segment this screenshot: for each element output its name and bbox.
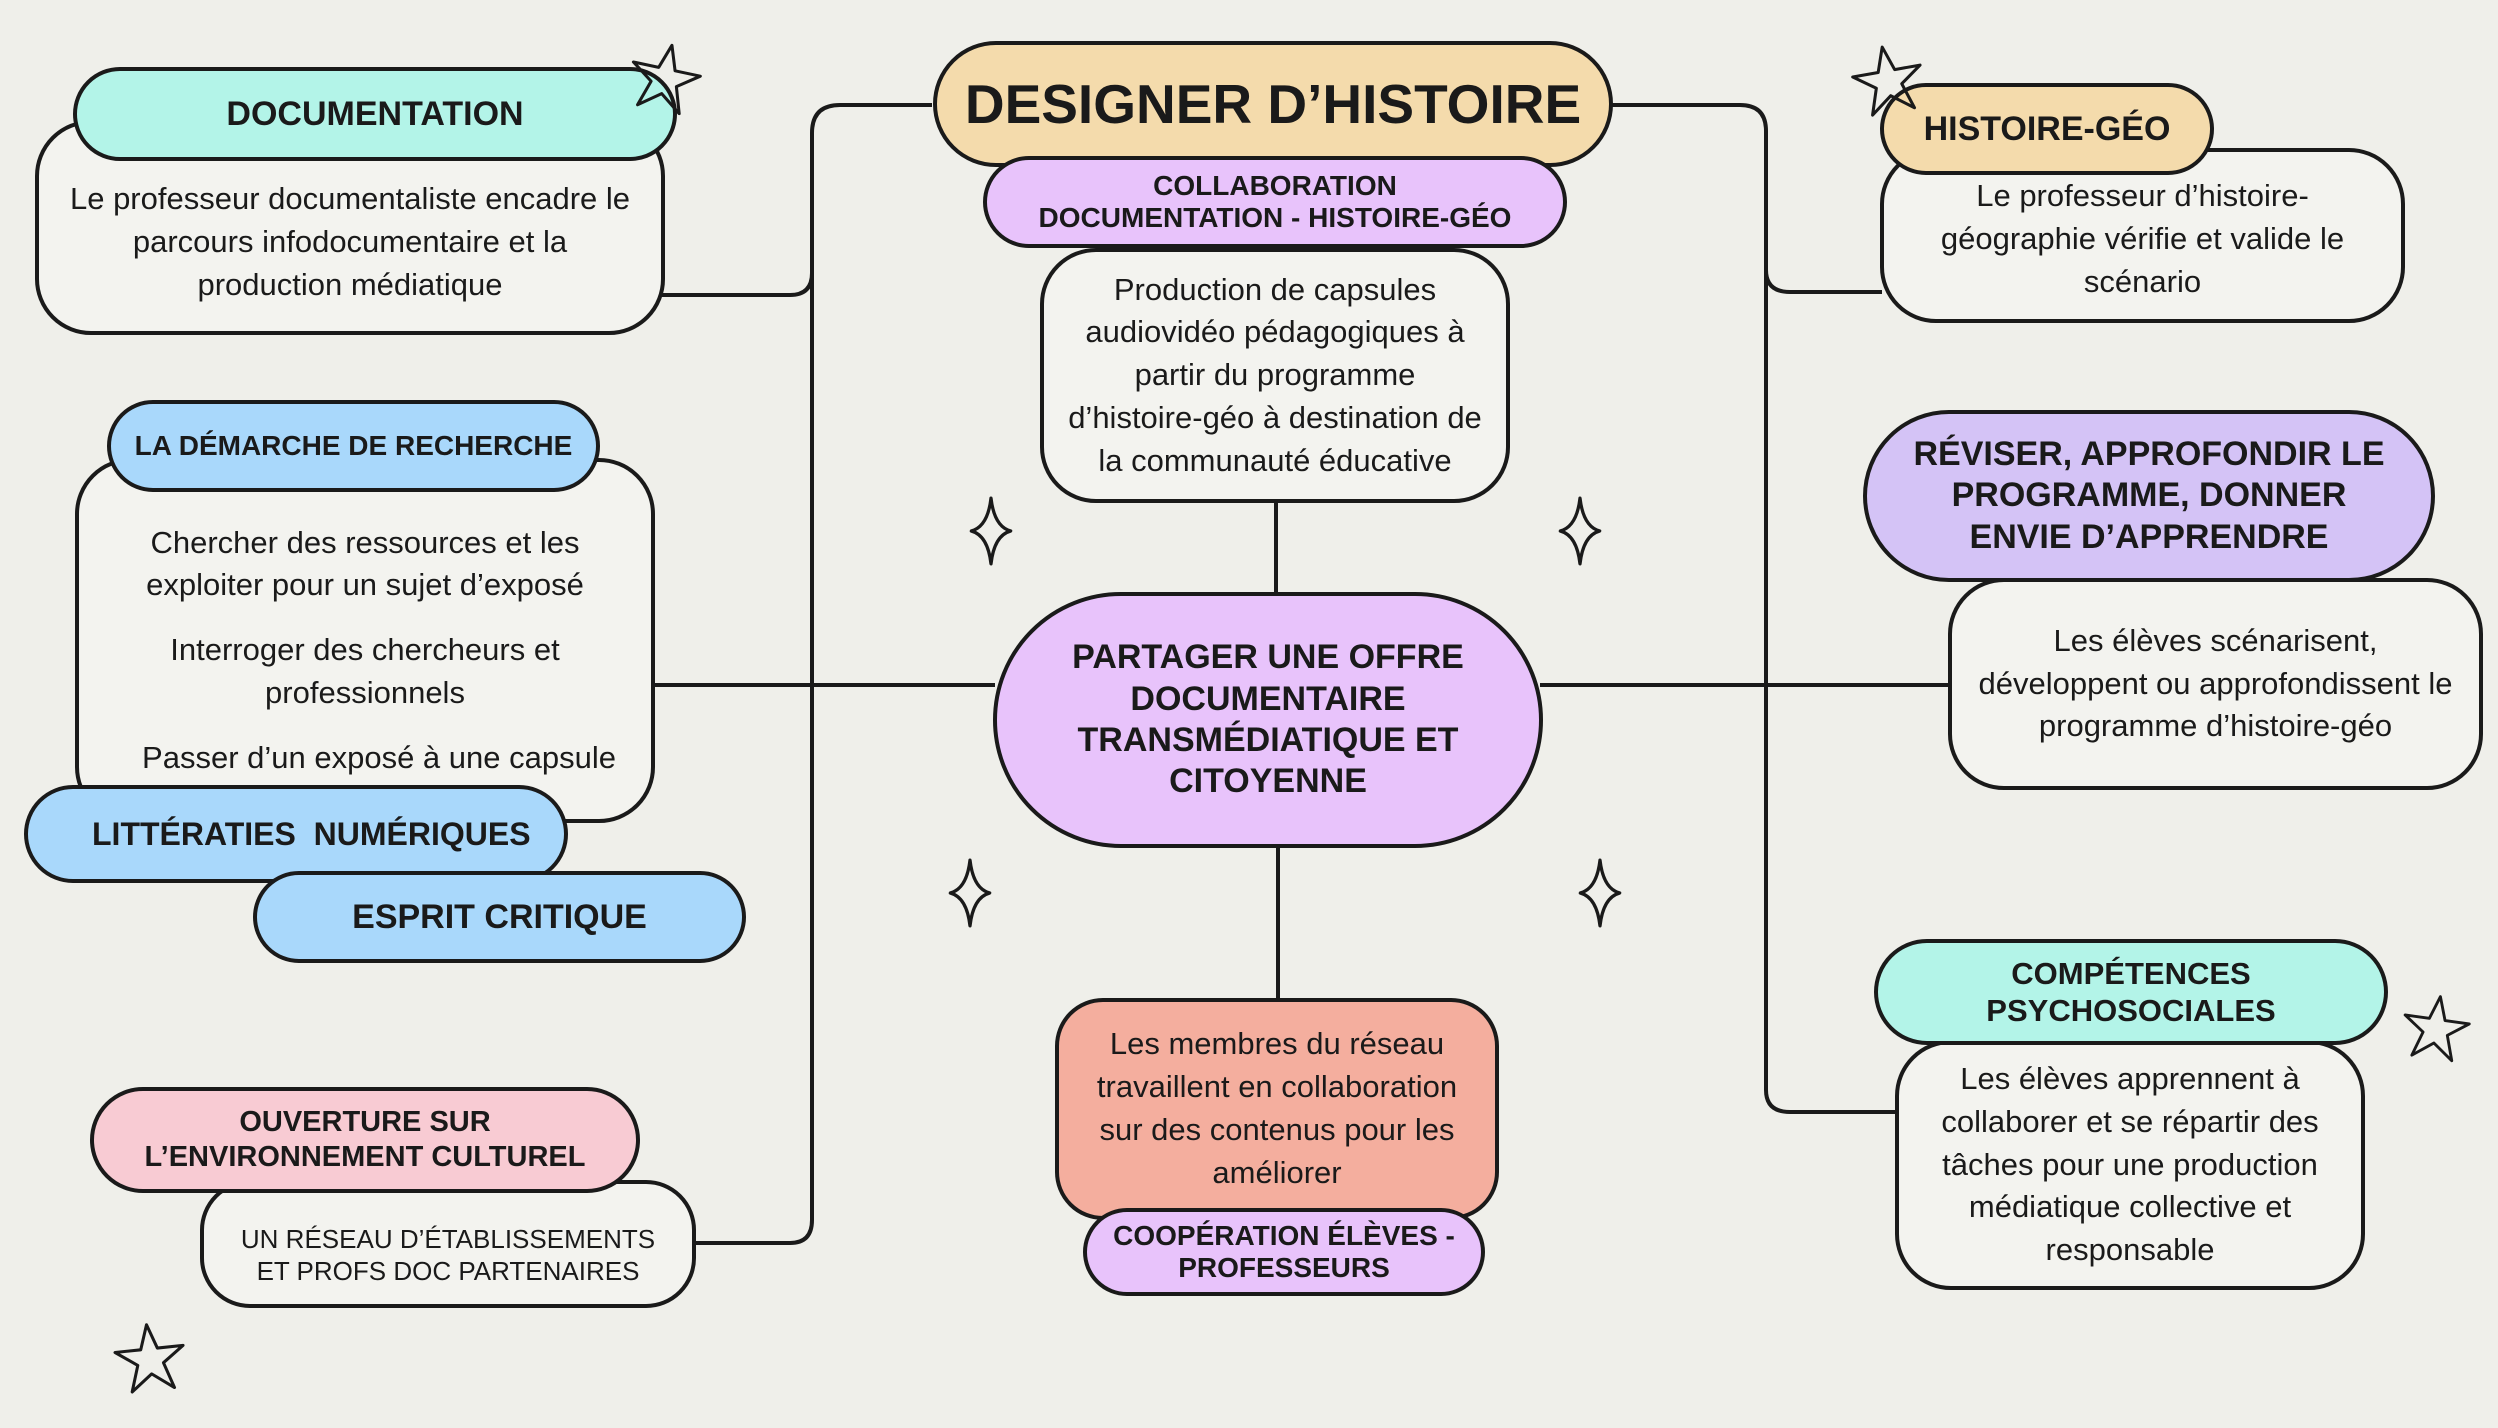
cooperation-pill: COOPÉRATION ÉLÈVES - PROFESSEURS [1083,1208,1485,1296]
line-left-trunk [690,103,932,1245]
competences-label: COMPÉTENCES PSYCHOSOCIALES [1986,955,2276,1028]
cooperation-text: COOPÉRATION ÉLÈVES - PROFESSEURS [1113,1219,1455,1283]
production-card: Production de capsules audiovidéo pédago… [1040,248,1510,503]
histoire-pill: HISTOIRE-GÉO [1880,83,2214,175]
litteraties-text: LITTÉRATIES NUMÉRIQUES [92,815,531,852]
center-node: PARTAGER UNE OFFRE DOCUMENTAIRE TRANSMÉD… [993,592,1543,848]
recherche-card: Chercher des ressources et les exploiter… [75,458,655,823]
collaboration-text: COLLABORATION DOCUMENTATION - HISTOIRE-G… [1038,169,1512,233]
recherche-list: Chercher des ressources et les exploiter… [99,522,631,780]
production-text: Production de capsules audiovidéo pédago… [1068,271,1482,478]
reviser-label: RÉVISER, APPROFONDIR LE PROGRAMME, DONNE… [1913,434,2385,556]
sparkle-icon [1578,858,1622,928]
reviser-text: Les élèves scénarisent, développent ou a… [1978,622,2453,744]
documentation-text: Le professeur documentaliste encadre le … [69,181,631,302]
recherche-pill: LA DÉMARCHE DE RECHERCHE [107,400,600,492]
recherche-item: Chercher des ressources et les exploiter… [146,524,584,603]
members-card: Les membres du réseau travaillent en col… [1055,998,1499,1220]
reviser-pill: RÉVISER, APPROFONDIR LE PROGRAMME, DONNE… [1863,410,2435,582]
ouverture-card: UN RÉSEAU D’ÉTABLISSEMENTS ET PROFS DOC … [200,1180,696,1308]
ouverture-label: OUVERTURE SUR L’ENVIRONNEMENT CULTUREL [144,1106,586,1173]
documentation-label: DOCUMENTATION [226,94,524,133]
competences-pill: COMPÉTENCES PSYCHOSOCIALES [1874,939,2388,1045]
sparkle-icon [948,858,992,928]
star-outline-icon [2400,992,2472,1064]
esprit-critique-pill: ESPRIT CRITIQUE [253,871,746,963]
star-outline-icon [627,40,703,116]
star-outline-icon [112,1320,188,1396]
recherche-item: Interroger des chercheurs et professionn… [170,632,560,710]
documentation-pill: DOCUMENTATION [73,67,677,161]
title-text: DESIGNER D’HISTOIRE [964,73,1582,135]
competences-card: Les élèves apprennent à collaborer et se… [1895,1040,2365,1290]
sparkle-icon [1558,496,1602,566]
members-text: Les membres du réseau travaillent en col… [1096,1026,1458,1190]
collaboration-pill: COLLABORATION DOCUMENTATION - HISTOIRE-G… [983,156,1567,248]
histoire-text: Le professeur d’histoire-géographie véri… [1940,178,2345,299]
litteraties-pill: LITTÉRATIES NUMÉRIQUES [24,785,568,883]
center-text: PARTAGER UNE OFFRE DOCUMENTAIRE TRANSMÉD… [1072,638,1464,801]
sparkle-icon [969,496,1013,566]
ouverture-text: UN RÉSEAU D’ÉTABLISSEMENTS ET PROFS DOC … [240,1223,656,1287]
line-documentation [660,272,814,297]
competences-text: Les élèves apprennent à collaborer et se… [1941,1061,2319,1268]
ouverture-pill: OUVERTURE SUR L’ENVIRONNEMENT CULTUREL [90,1087,640,1193]
histoire-label: HISTOIRE-GÉO [1923,109,2171,148]
reviser-card: Les élèves scénarisent, développent ou a… [1948,578,2483,790]
recherche-item: Passer d’un exposé à une capsule [142,739,616,775]
title-pill: DESIGNER D’HISTOIRE [933,41,1613,167]
line-right-trunk [1612,103,1897,1114]
esprit-critique-text: ESPRIT CRITIQUE [352,897,647,936]
recherche-label: LA DÉMARCHE DE RECHERCHE [134,430,573,461]
star-outline-icon [1850,42,1926,118]
line-histoire [1764,269,1882,294]
